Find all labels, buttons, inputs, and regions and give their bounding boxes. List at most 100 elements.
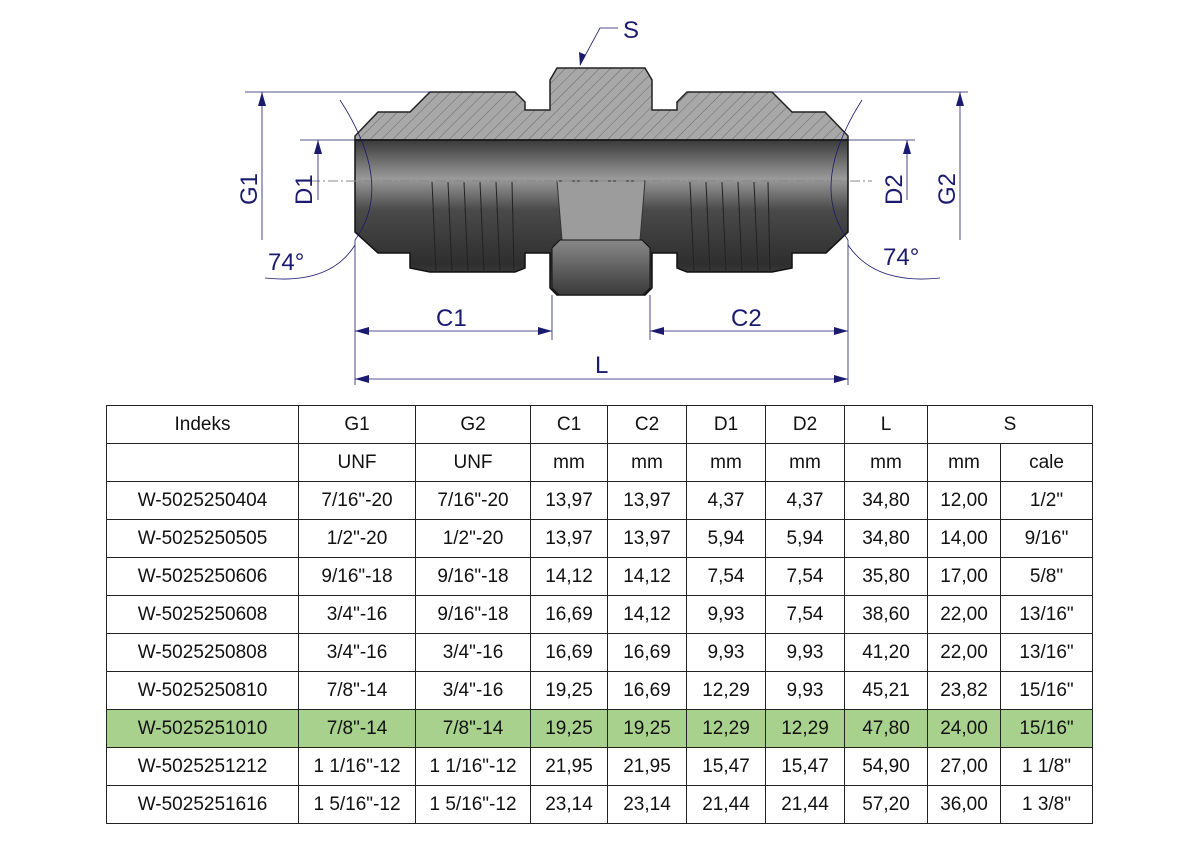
value-cell: 12,29: [686, 709, 766, 748]
value-cell: 9,93: [765, 633, 845, 672]
unit-cell: UNF: [415, 443, 531, 482]
section-hatched: [354, 67, 849, 141]
value-cell: 5,94: [686, 519, 766, 558]
label-angle-left: 74°: [268, 249, 304, 276]
label-c1: C1: [436, 305, 467, 332]
value-cell: 16,69: [530, 595, 608, 634]
value-cell: 7/8"-14: [415, 709, 531, 748]
label-d2: D2: [881, 174, 908, 205]
value-cell: 17,00: [927, 557, 1001, 596]
value-cell: 12,29: [686, 671, 766, 710]
fitting-drawing: S G1 D1 D2 G2 74° 74° C1 C2 L: [236, 17, 968, 385]
header-cell: G2: [415, 405, 531, 444]
value-cell: 9/16"-18: [298, 557, 416, 596]
label-c2: C2: [731, 305, 762, 332]
value-cell: 34,80: [844, 481, 928, 520]
dimension-lines: [245, 27, 968, 385]
value-cell: 23,82: [927, 671, 1001, 710]
value-cell: 41,20: [844, 633, 928, 672]
value-cell: 19,25: [607, 709, 687, 748]
label-g2: G2: [934, 173, 961, 205]
value-cell: 23,14: [530, 785, 608, 824]
label-g1: G1: [236, 173, 263, 205]
unit-cell: mm: [686, 443, 766, 482]
index-cell: W-5025250810: [106, 671, 299, 710]
value-cell: 7/8"-14: [298, 671, 416, 710]
value-cell: 9,93: [686, 595, 766, 634]
value-cell: 23,14: [607, 785, 687, 824]
value-cell: 38,60: [844, 595, 928, 634]
value-cell: 7,54: [686, 557, 766, 596]
value-cell: 14,00: [927, 519, 1001, 558]
value-cell: 7/8"-14: [298, 709, 416, 748]
header-row: Indeks G1 G2 C1 C2 D1 D2 L S: [106, 405, 1093, 444]
value-cell: 1 5/16"-12: [415, 785, 531, 824]
index-cell: W-5025250606: [106, 557, 299, 596]
value-cell: 3/4"-16: [298, 633, 416, 672]
value-cell: 35,80: [844, 557, 928, 596]
thread-lines: [431, 181, 771, 273]
value-cell: 19,25: [530, 671, 608, 710]
label-l: L: [595, 352, 608, 379]
value-cell: 21,95: [530, 747, 608, 786]
value-cell: 9/16"-18: [415, 595, 531, 634]
value-cell: 21,44: [686, 785, 766, 824]
index-cell: W-5025250404: [106, 481, 299, 520]
hex-flat: [556, 180, 646, 241]
value-cell: 45,21: [844, 671, 928, 710]
value-cell: 13,97: [607, 519, 687, 558]
value-cell: 3/4"-16: [298, 595, 416, 634]
value-cell: 1/2": [1000, 481, 1093, 520]
header-cell: G1: [298, 405, 416, 444]
value-cell: 12,00: [927, 481, 1001, 520]
value-cell: 15,47: [686, 747, 766, 786]
index-cell: W-5025250808: [106, 633, 299, 672]
index-cell: W-5025250505: [106, 519, 299, 558]
header-cell: C2: [607, 405, 687, 444]
value-cell: 1 5/16"-12: [298, 785, 416, 824]
header-cell: D1: [686, 405, 766, 444]
value-cell: 13,97: [607, 481, 687, 520]
unit-cell: cale: [1000, 443, 1093, 482]
arrowheads: [258, 52, 964, 383]
unit-cell: mm: [927, 443, 1001, 482]
value-cell: 9/16": [1000, 519, 1093, 558]
value-cell: 1 3/8": [1000, 785, 1093, 824]
unit-cell: UNF: [298, 443, 416, 482]
value-cell: 54,90: [844, 747, 928, 786]
value-cell: 15/16": [1000, 671, 1093, 710]
unit-cell: [106, 443, 299, 482]
header-cell: C1: [530, 405, 608, 444]
value-cell: 21,95: [607, 747, 687, 786]
value-cell: 12,29: [765, 709, 845, 748]
value-cell: 3/4"-16: [415, 633, 531, 672]
unit-cell: mm: [607, 443, 687, 482]
value-cell: 34,80: [844, 519, 928, 558]
value-cell: 22,00: [927, 595, 1001, 634]
unit-cell: mm: [765, 443, 845, 482]
index-cell: W-5025250608: [106, 595, 299, 634]
value-cell: 24,00: [927, 709, 1001, 748]
value-cell: 16,69: [607, 671, 687, 710]
index-cell: W-5025251010: [106, 709, 299, 748]
value-cell: 9,93: [765, 671, 845, 710]
value-cell: 13,97: [530, 519, 608, 558]
value-cell: 7/16"-20: [415, 481, 531, 520]
value-cell: 7,54: [765, 557, 845, 596]
value-cell: 1/2"-20: [298, 519, 416, 558]
value-cell: 22,00: [927, 633, 1001, 672]
value-cell: 1/2"-20: [415, 519, 531, 558]
index-cell: W-5025251212: [106, 747, 299, 786]
index-cell: W-5025251616: [106, 785, 299, 824]
value-cell: 13,97: [530, 481, 608, 520]
value-cell: 16,69: [607, 633, 687, 672]
